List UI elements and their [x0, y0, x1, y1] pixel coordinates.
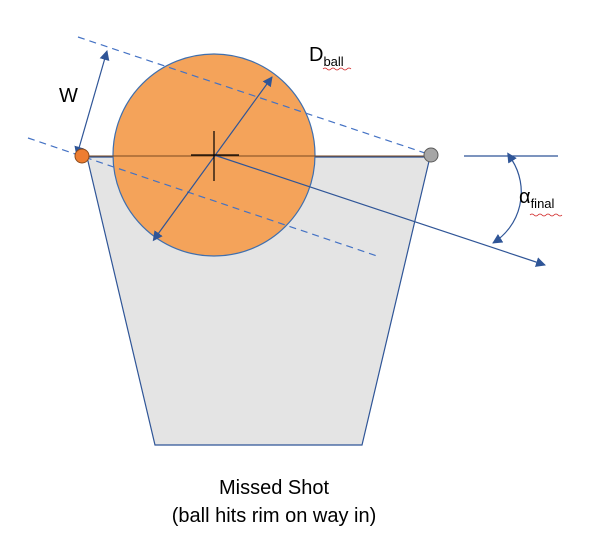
ball-diameter-label-main: D — [309, 44, 323, 66]
width-label: W — [59, 85, 78, 107]
front-rim-point — [74, 148, 90, 164]
spellcheck-squiggle-dball — [322, 67, 352, 71]
back-rim-point — [423, 147, 439, 163]
angle-label-sub: final — [531, 196, 555, 211]
angle-label-main: α — [519, 186, 531, 208]
angle-arc — [492, 152, 522, 244]
width-arrow — [74, 50, 110, 157]
caption-subtitle: (ball hits rim on way in) — [172, 505, 377, 527]
spellcheck-squiggle-final — [529, 213, 563, 217]
caption-title: Missed Shot — [219, 477, 329, 499]
angle-label: αfinal — [519, 186, 555, 211]
ball-diameter-label: Dball — [309, 44, 344, 69]
center-crosshair — [191, 131, 239, 181]
ball-diameter-label-sub: ball — [323, 54, 343, 69]
